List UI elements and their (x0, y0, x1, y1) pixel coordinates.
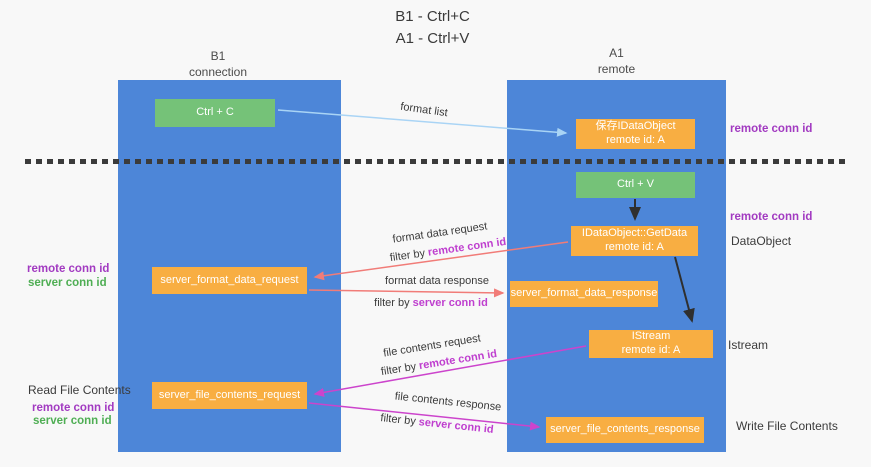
save-dataobject-line1: 保存IDataObject (595, 120, 676, 133)
server-format-data-response-label: server_format_data_response (510, 287, 658, 300)
server-conn-id-label-mid-left: server conn id (28, 277, 107, 289)
ctrl-v-box: Ctrl + V (576, 172, 695, 198)
dataobject-label: DataObject (731, 234, 792, 248)
remote-conn-id-label-top-right: remote conn id (730, 123, 813, 135)
save-dataobject-box: 保存IDataObject remote id: A (576, 119, 695, 149)
remote-conn-id-label-mid-right: remote conn id (730, 211, 813, 223)
title-line-2: A1 - Ctrl+V (395, 29, 470, 47)
format-response-filter-key: server conn id (412, 297, 488, 309)
server-file-contents-response-label: server_file_contents_response (550, 423, 700, 436)
istream-box: IStream remote id: A (589, 330, 713, 358)
format-request-filter-prefix: filter by (389, 247, 426, 265)
format-response-filter-prefix: filter by (374, 297, 410, 309)
lane-header-a1: A1 remote (507, 46, 726, 77)
remote-conn-id-label-mid-left: remote conn id (27, 263, 110, 275)
server-file-contents-request-label: server_file_contents_request (158, 388, 301, 401)
file-response-filter-prefix: filter by (379, 412, 417, 428)
server-file-contents-response-box: server_file_contents_response (546, 417, 704, 443)
format-request-filter-key: remote conn id (427, 235, 507, 259)
lane-b1-name: B1 (210, 49, 226, 63)
server-conn-id-label-bottom-left: server conn id (33, 415, 112, 427)
istream-line2: remote id: A (621, 344, 681, 356)
getdata-line2: remote id: A (605, 241, 664, 253)
remote-conn-id-label-bottom-left: remote conn id (32, 402, 115, 414)
file-request-filter-prefix: filter by (380, 360, 418, 379)
lane-header-b1: B1 connection (118, 49, 318, 80)
getdata-box: IDataObject::GetData remote id: A (571, 226, 698, 256)
ctrl-v-label: Ctrl + V (617, 178, 654, 191)
file-contents-response-arrow-label: file contents response (394, 390, 502, 414)
lane-a1-subtitle: remote (597, 61, 636, 76)
server-format-data-request-box: server_format_data_request (152, 267, 307, 294)
ctrl-c-label: Ctrl + C (196, 106, 234, 119)
ctrl-c-box: Ctrl + C (155, 99, 275, 127)
server-file-contents-request-box: server_file_contents_request (152, 382, 307, 409)
istream-line1: IStream (631, 330, 671, 343)
server-format-data-response-box: server_format_data_response (510, 281, 658, 307)
format-list-arrow-label: format list (399, 100, 449, 120)
write-file-contents-label: Write File Contents (736, 419, 838, 433)
lane-b1-subtitle: connection (188, 64, 248, 79)
file-response-filter-key: server conn id (418, 416, 495, 436)
istream-side-label: Istream (728, 338, 769, 352)
getdata-line1: IDataObject::GetData (581, 227, 688, 240)
diagram-title: B1 - Ctrl+C A1 - Ctrl+V (310, 6, 555, 50)
read-file-contents-label: Read File Contents (28, 383, 131, 397)
format-data-response-arrow-label: format data response (385, 275, 489, 287)
dashed-separator-line (25, 159, 848, 164)
server-format-data-request-label: server_format_data_request (160, 273, 299, 286)
title-line-1: B1 - Ctrl+C (395, 8, 470, 25)
lane-a1-name: A1 (609, 46, 624, 60)
save-dataobject-line2: remote id: A (606, 134, 665, 146)
